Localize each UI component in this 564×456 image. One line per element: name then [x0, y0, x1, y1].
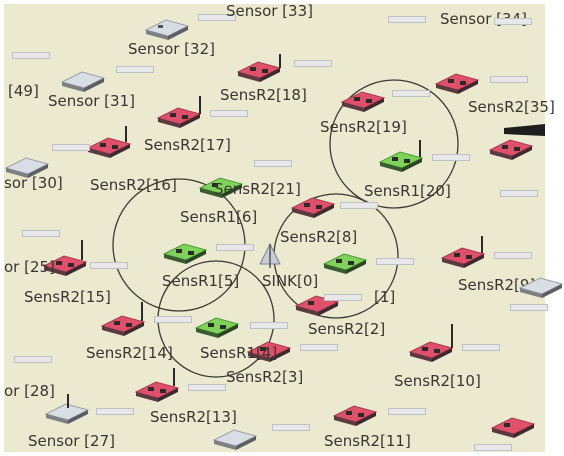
node-status-bar	[474, 444, 512, 451]
sink-label: SINK[0]	[262, 272, 319, 290]
node-status-bar	[198, 14, 236, 21]
screenshot-frame: Sensor [33] Sensor [34] Sensor [32] [49]…	[4, 2, 564, 452]
node-status-bar	[388, 408, 426, 415]
node-status-bar	[22, 230, 60, 237]
node-status-bar	[340, 202, 378, 209]
node-status-bar	[250, 322, 288, 329]
sensr2-node-icon[interactable]	[236, 54, 282, 84]
node-label: SensR2[19]	[320, 118, 407, 136]
sensr2-node-icon[interactable]	[100, 302, 146, 338]
sensr2-node-icon[interactable]	[408, 324, 454, 364]
node-status-bar	[294, 60, 332, 67]
node-label: SensR2[16]	[90, 176, 177, 194]
node-status-bar	[500, 190, 538, 197]
sensr2-node-icon[interactable]	[134, 368, 180, 404]
sensor-node-icon[interactable]	[4, 150, 50, 180]
node-status-bar	[12, 52, 50, 59]
node-label: SensR2[9]	[458, 276, 536, 294]
node-label: sor [30]	[4, 174, 63, 192]
node-label: SensR2[18]	[220, 86, 307, 104]
node-status-bar	[216, 244, 254, 251]
node-status-bar	[376, 258, 414, 265]
node-label: [49]	[8, 82, 39, 100]
network-canvas[interactable]: Sensor [33] Sensor [34] Sensor [32] [49]…	[4, 2, 564, 452]
node-label: SensR2[13]	[150, 408, 237, 426]
sensr2-node-icon[interactable]	[488, 132, 534, 162]
node-status-bar	[490, 76, 528, 83]
sensr2-node-icon[interactable]	[246, 334, 292, 364]
node-label: SensR2[8]	[280, 228, 358, 246]
sensr2-node-icon[interactable]	[290, 190, 336, 220]
node-status-bar	[388, 16, 426, 23]
sensr2-node-icon[interactable]	[156, 96, 202, 130]
node-label: Sensor [33]	[226, 2, 313, 20]
node-status-bar	[52, 144, 90, 151]
node-label: SensR1[20]	[364, 182, 451, 200]
sensr2-node-icon[interactable]	[434, 66, 480, 96]
node-status-bar	[272, 424, 310, 431]
node-label: SensR2[17]	[144, 136, 231, 154]
node-status-bar	[188, 384, 226, 391]
node-label: or [28]	[4, 382, 55, 400]
sensor-node-icon[interactable]	[518, 270, 564, 300]
node-status-bar	[96, 408, 134, 415]
node-label: or [25]	[4, 258, 55, 276]
node-label: SensR2[2]	[308, 320, 386, 338]
node-status-bar	[154, 316, 192, 323]
node-label: SensR1[5]	[162, 272, 240, 290]
sensor-node-icon[interactable]	[212, 422, 258, 452]
sensor-node-icon[interactable]	[144, 12, 190, 42]
node-status-bar	[300, 344, 338, 351]
node-label: SensR2[10]	[394, 372, 481, 390]
node-status-bar	[116, 66, 154, 73]
sensr1-node-icon[interactable]	[162, 236, 208, 266]
dark-arrow-marker	[504, 124, 545, 136]
node-status-bar	[432, 154, 470, 161]
sensr2-node-icon[interactable]	[490, 410, 536, 440]
node-label: SensR2[21]	[214, 180, 301, 198]
node-label: SensR2[35]	[468, 98, 555, 116]
sensr1-node-icon[interactable]	[322, 246, 368, 276]
node-status-bar	[392, 90, 430, 97]
node-status-bar	[462, 344, 500, 351]
sensr2-node-icon[interactable]	[42, 240, 88, 278]
sensr2-node-icon[interactable]	[340, 84, 386, 114]
node-label: SensR1[6]	[180, 208, 258, 226]
sensr1-node-icon[interactable]	[194, 310, 240, 340]
sensor-node-icon[interactable]	[60, 64, 106, 94]
node-status-bar	[14, 356, 52, 363]
node-label: SensR2[3]	[226, 368, 304, 386]
sensr1-node-icon[interactable]	[378, 140, 424, 174]
node-label: SensR1[4]	[200, 344, 278, 362]
node-status-bar	[324, 294, 362, 301]
node-status-bar	[210, 110, 248, 117]
range-circle-sensr1-20	[329, 79, 459, 209]
node-label: Sensor [27]	[28, 432, 115, 450]
sensor-node-icon[interactable]	[44, 394, 90, 426]
node-label: SensR2[11]	[324, 432, 411, 450]
sensr1-node-icon[interactable]	[198, 170, 244, 200]
node-status-bar	[494, 252, 532, 259]
sensr2-node-icon[interactable]	[86, 126, 132, 160]
sensr2-node-icon[interactable]	[332, 398, 378, 428]
node-status-bar	[90, 262, 128, 269]
node-label: [1]	[374, 288, 396, 306]
sensr2-node-icon[interactable]	[294, 288, 340, 318]
sensr2-node-icon[interactable]	[440, 236, 486, 270]
node-label: Sensor [32]	[128, 40, 215, 58]
node-label: SensR2[14]	[86, 344, 173, 362]
node-label: Sensor [31]	[48, 92, 135, 110]
sink-node-icon[interactable]	[250, 240, 296, 270]
node-status-bar	[254, 160, 292, 167]
node-label: SensR2[15]	[24, 288, 111, 306]
node-status-bar	[510, 304, 548, 311]
node-status-bar	[494, 18, 532, 25]
